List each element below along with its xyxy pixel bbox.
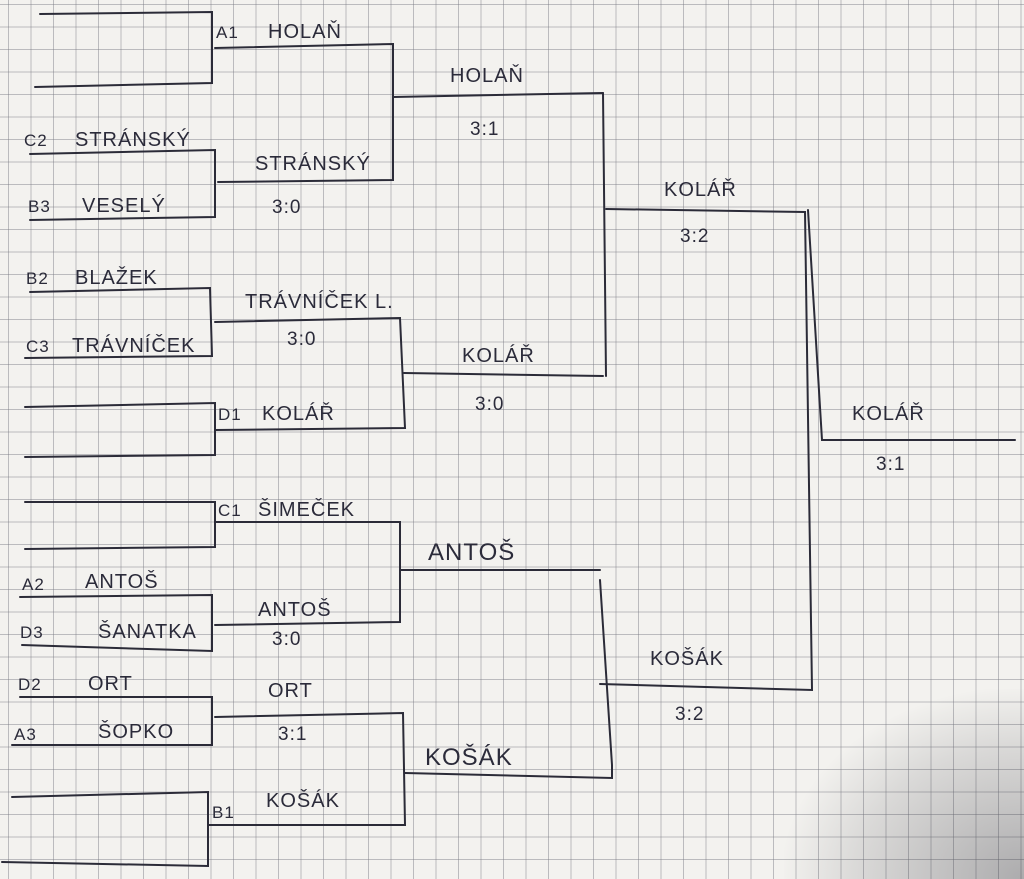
round-2: A1 HOLAŇ STRÁNSKÝ 3:0 TRÁVNÍČEK L. 3:0 D… [212, 20, 394, 822]
qf-line-1 [392, 92, 604, 98]
bye-box-2 [24, 401, 216, 458]
champion-name: KOLÁŘ [852, 402, 925, 425]
player-name: TRÁVNÍČEK [72, 334, 195, 357]
player-name: STRÁNSKÝ [255, 152, 371, 175]
match-line-r2-3 [214, 521, 401, 626]
round-1: C2 STRÁNSKÝ B3 VESELÝ B2 BLAŽEK C3 TRÁVN… [14, 128, 197, 744]
player-name: ŠANATKA [98, 620, 197, 643]
player-name: BLAŽEK [75, 266, 158, 289]
final: KOLÁŘ 3:1 [852, 402, 925, 475]
player-name: KOLÁŘ [664, 178, 737, 201]
shadow [784, 689, 1024, 879]
final-score: 3:1 [876, 454, 905, 475]
seed-label: C1 [218, 501, 242, 520]
seed-label: A1 [216, 23, 239, 42]
player-name: STRÁNSKÝ [75, 128, 191, 151]
quarterfinals: HOLAŇ 3:1 KOLÁŘ 3:0 ANTOŠ KOŠÁK [425, 64, 535, 771]
match-score: 3:1 [470, 119, 499, 140]
player-name: KOŠÁK [266, 789, 340, 812]
seed-label: B1 [212, 803, 235, 822]
sf-line-1 [599, 208, 814, 692]
match-line-r2-4 [207, 711, 407, 826]
match-score: 3:0 [287, 329, 316, 350]
seed-label: B2 [26, 269, 49, 288]
player-name: ANTOŠ [85, 570, 159, 593]
seed-label: A3 [14, 725, 37, 744]
match-score: 3:0 [272, 629, 301, 650]
player-name: HOLAŇ [268, 20, 342, 43]
player-name: VESELÝ [82, 194, 166, 217]
player-name: ORT [88, 673, 133, 695]
match-score: 3:0 [475, 394, 504, 415]
seed-label: D2 [18, 675, 42, 694]
seed-label: A2 [22, 575, 45, 594]
semifinals: KOLÁŘ 3:2 KOŠÁK 3:2 [650, 178, 737, 725]
match-line-r2-1 [214, 42, 394, 183]
qf-vertical-1 [602, 92, 607, 377]
player-name: ANTOŠ [258, 598, 332, 621]
player-name: KOŠÁK [650, 647, 724, 670]
final-line [807, 209, 1016, 441]
qf-line-2 [403, 372, 604, 377]
match-score: 3:2 [675, 704, 704, 725]
seed-label: B3 [28, 197, 51, 216]
player-name: ŠIMEČEK [258, 498, 355, 521]
player-name: HOLAŇ [450, 64, 524, 87]
match-line-r1-4 [11, 696, 213, 746]
bye-box-4 [1, 790, 209, 868]
bracket-lines [1, 10, 1016, 868]
match-line-r2-2 [214, 316, 407, 431]
seed-label: D3 [20, 623, 44, 642]
player-name: KOLÁŘ [462, 344, 535, 367]
player-name: TRÁVNÍČEK L. [245, 290, 394, 313]
qf-line-4 [404, 579, 613, 780]
match-score: 3:2 [680, 226, 709, 247]
player-name: ORT [268, 680, 313, 702]
match-score: 3:1 [278, 724, 307, 745]
seed-label: C2 [24, 131, 48, 150]
match-line-r1-2 [24, 286, 214, 359]
bye-box-3 [24, 501, 216, 550]
player-name: KOLÁŘ [262, 402, 335, 425]
seed-label: D1 [218, 405, 242, 424]
seed-label: C3 [26, 337, 50, 356]
player-name: ANTOŠ [428, 538, 515, 566]
bye-box-1 [34, 10, 213, 88]
player-name: ŠOPKO [98, 720, 174, 743]
player-name: KOŠÁK [425, 743, 513, 771]
match-score: 3:0 [272, 197, 301, 218]
match-line-r1-3 [19, 593, 213, 653]
match-line-r1-1 [29, 148, 216, 221]
